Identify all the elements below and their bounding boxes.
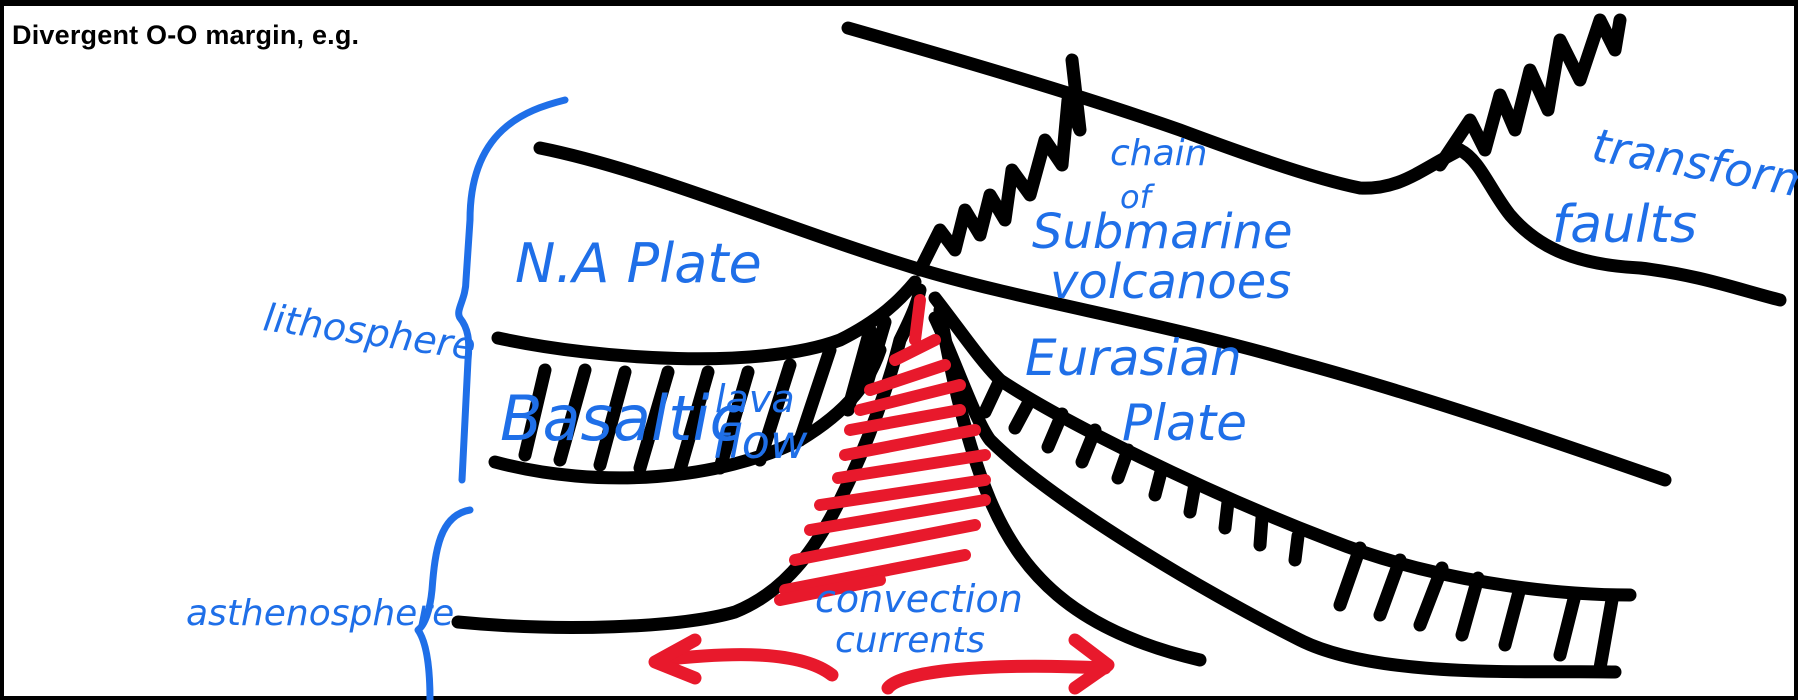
diagram-title: Divergent O-O margin, e.g. — [12, 20, 360, 50]
convection-label: convection — [815, 577, 1023, 621]
submarine-label: Submarine — [1032, 204, 1293, 260]
right-arrow-line — [881, 659, 1112, 695]
basalt-upper — [491, 275, 922, 366]
eurasian-upper-layer — [928, 291, 1637, 602]
currents-label: currents — [835, 620, 985, 661]
chain-label: chain — [1110, 133, 1208, 174]
basalt-lower — [488, 343, 887, 485]
seafloor-left — [533, 141, 1672, 487]
seafloor-right — [841, 21, 1467, 195]
lithosphere-brace — [455, 96, 569, 484]
lava-label: lava — [715, 377, 795, 421]
lithosphere-label: lithosphere — [261, 295, 479, 368]
eurasian-label: Eurasian — [1025, 329, 1242, 387]
asthenosphere-brace — [414, 506, 474, 700]
volcanoes-label: volcanoes — [1050, 254, 1291, 310]
faults-label: faults — [1552, 195, 1697, 255]
of-label: of — [1120, 178, 1156, 216]
asthenosphere-label: asthenosphere — [186, 593, 454, 634]
basaltic-label: Basaltic — [500, 382, 744, 455]
eurasian-plate-label: Plate — [1122, 394, 1247, 452]
left-arrow-line — [653, 648, 839, 682]
eurasian-lower-layer — [928, 311, 1622, 679]
flow-label: flow — [712, 415, 808, 469]
transform-fault-line — [1453, 143, 1787, 307]
na-plate-label: N.A Plate — [515, 232, 762, 295]
